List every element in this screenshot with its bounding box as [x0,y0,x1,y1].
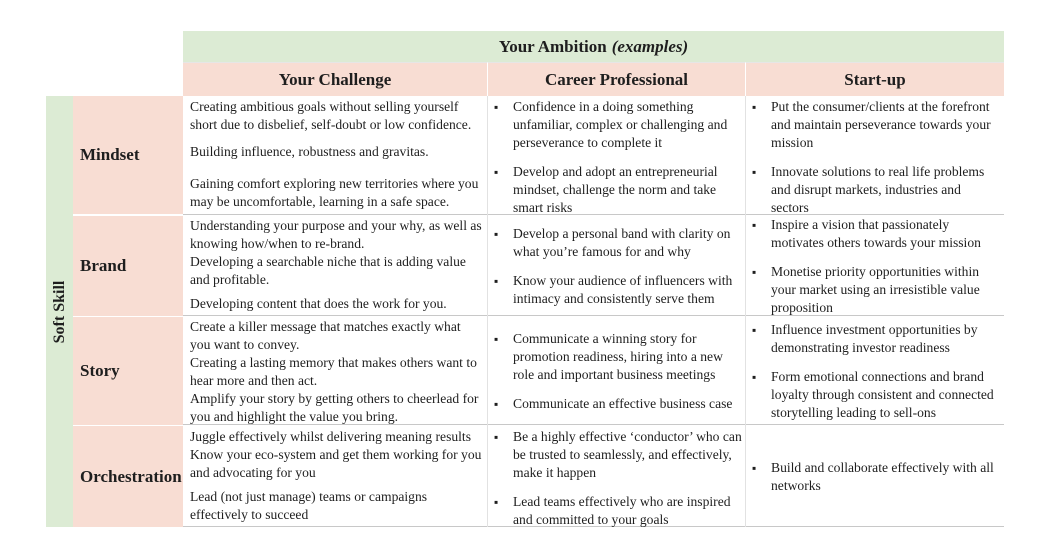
bullet-item: Communicate a winning story for promotio… [492,330,742,384]
bullet-item: Communicate an effective business case [492,395,742,413]
skill-orchestration: Orchestration [73,425,183,527]
ambition-note: (examples) [611,36,689,56]
skill-brand: Brand [73,215,183,316]
bullet-item: Form emotional connections and brand loy… [750,368,1000,422]
soft-skill-label: Soft Skill [50,280,68,343]
bullet-item: Lead teams effectively who are inspired … [492,493,742,529]
bullet-item: Confidence in a doing something unfamili… [492,98,742,152]
challenge-text: Developing content that does the work fo… [190,296,447,311]
brand-career-cell: Develop a personal band with clarity on … [492,225,742,308]
story-startup-cell: Influence investment opportunities by de… [750,321,1000,422]
challenge-text: Gaining comfort exploring new territorie… [190,176,479,209]
challenge-text: Building influence, robustness and gravi… [190,144,429,159]
bullet-item: Know your audience of influencers with i… [492,272,742,308]
skill-story: Story [73,316,183,425]
bullet-item: Build and collaborate effectively with a… [750,459,1000,495]
bullet-item: Inspire a vision that passionately motiv… [750,216,1000,252]
challenge-text: Juggle effectively whilst delivering mea… [190,429,471,444]
brand-challenge-cell: Understanding your purpose and your why,… [190,217,482,313]
soft-skill-sidebar: Soft Skill [46,96,73,527]
challenge-text: Lead (not just manage) teams or campaign… [190,489,428,522]
row-divider [183,424,1004,425]
bullet-item: Be a highly effective ‘conductor’ who ca… [492,428,742,482]
ambition-header: Your Ambition (examples) [183,31,1004,62]
challenge-text: Create a killer message that matches exa… [190,319,461,352]
mindset-challenge-cell: Creating ambitious goals without selling… [190,98,482,211]
challenge-text: Developing a searchable niche that is ad… [190,254,466,287]
story-challenge-cell: Create a killer message that matches exa… [190,318,482,426]
bullet-item: Innovate solutions to real life problems… [750,163,1000,217]
column-divider [745,96,746,527]
challenge-text: Amplify your story by getting others to … [190,391,479,424]
bullet-item: Influence investment opportunities by de… [750,321,1000,357]
bullet-item: Monetise priority opportunities within y… [750,263,1000,317]
skill-mindset: Mindset [73,96,183,214]
story-career-cell: Communicate a winning story for promotio… [492,330,742,413]
challenge-text: Know your eco-system and get them workin… [190,447,482,480]
row-divider [183,315,1004,316]
mindset-career-cell: Confidence in a doing something unfamili… [492,98,742,217]
challenge-text: Creating ambitious goals without selling… [190,99,472,132]
bullet-item: Develop a personal band with clarity on … [492,225,742,261]
column-divider [487,96,488,527]
challenge-text: Understanding your purpose and your why,… [190,218,482,251]
column-header-challenge: Your Challenge [183,62,487,96]
bullet-item: Develop and adopt an entrepreneurial min… [492,163,742,217]
brand-startup-cell: Inspire a vision that passionately motiv… [750,216,1000,317]
ambition-title: Your Ambition [498,36,607,56]
mindset-startup-cell: Put the consumer/clients at the forefron… [750,98,1000,217]
bullet-item: Put the consumer/clients at the forefron… [750,98,1000,152]
challenge-text: Creating a lasting memory that makes oth… [190,355,477,388]
column-header-startup: Start-up [745,62,1004,96]
column-header-career: Career Professional [487,62,745,96]
orchestration-career-cell: Be a highly effective ‘conductor’ who ca… [492,428,742,529]
orchestration-startup-cell: Build and collaborate effectively with a… [750,459,1000,495]
orchestration-challenge-cell: Juggle effectively whilst delivering mea… [190,428,482,524]
